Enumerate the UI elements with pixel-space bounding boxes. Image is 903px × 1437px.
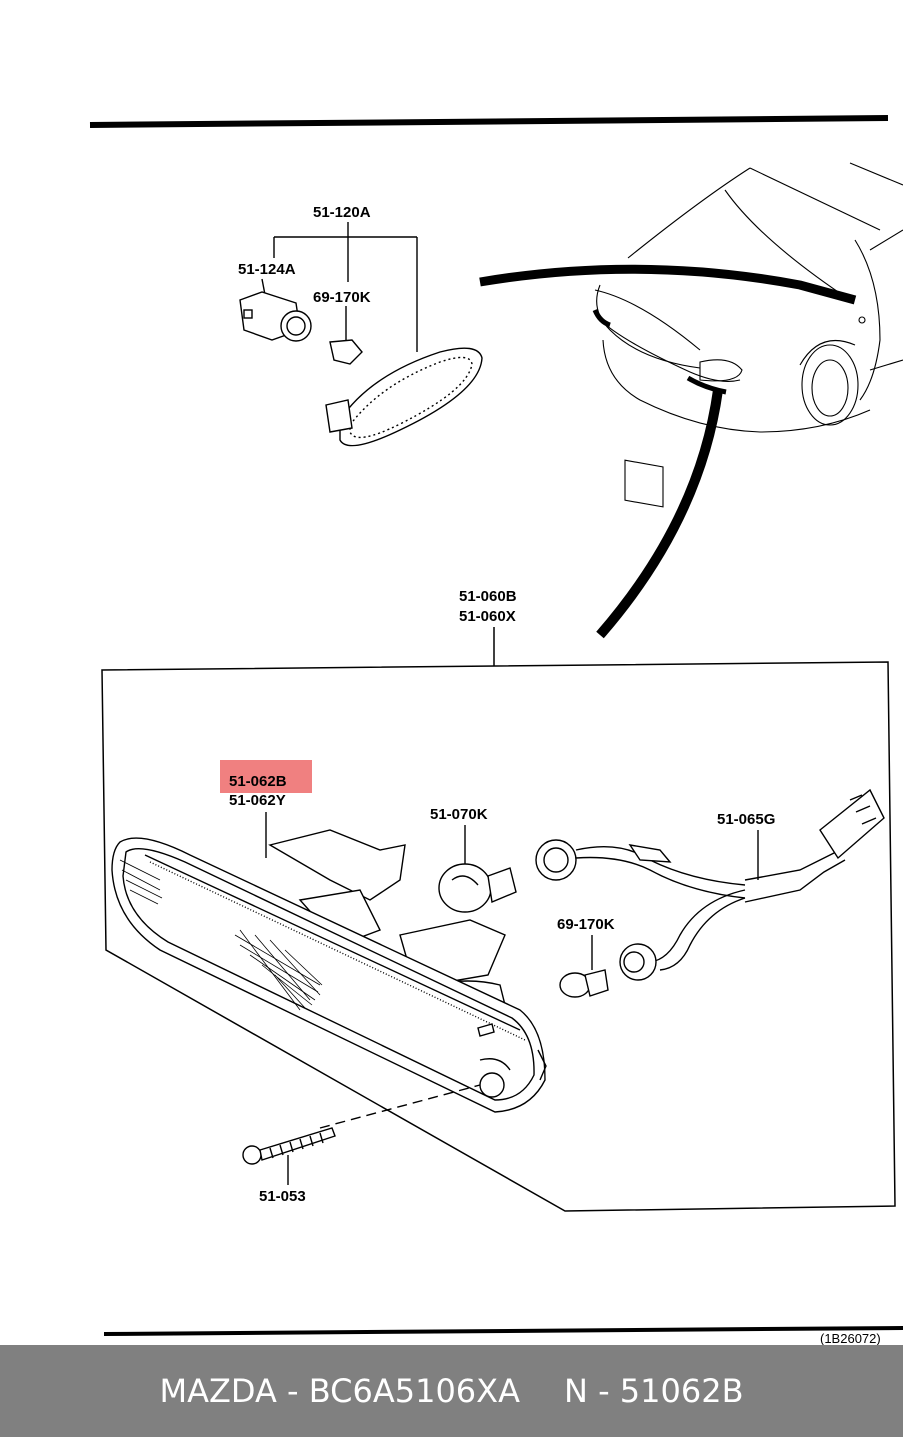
assembly-box [101,627,896,1212]
footer-brand-part: MAZDA - BC6A5106XA [159,1372,520,1410]
label-51-065g: 51-065G [717,811,775,828]
parts-diagram: 51-120A 51-124A 69-170K 51-060B 51-060X … [89,115,903,1345]
reference-code: (1B26072) [820,1331,881,1345]
callout-curve-marker [479,264,857,305]
label-51-062y: 51-062Y [229,792,286,809]
label-51-060b: 51-060B [459,588,517,605]
callout-curve-bumper [596,389,723,639]
label-51-124a: 51-124A [238,261,296,278]
wiring-harness-51-065g [535,788,885,981]
turn-signal-lamp [111,829,547,1113]
top-rule [89,115,889,128]
bottom-rule [103,1326,903,1336]
label-69-170k-upper: 69-170K [313,289,371,306]
bulb-51-070k [438,825,517,913]
car-front-sketch [594,162,903,508]
footer-part-number: N - 51062B [563,1372,744,1410]
bulb-69-170k-lower [559,935,609,998]
side-marker-assembly [239,222,483,447]
label-51-070k: 51-070K [430,806,488,823]
footer-bar: MAZDA - BC6A5106XA N - 51062B [0,1345,903,1437]
label-51-120a: 51-120A [313,204,371,221]
label-51-053: 51-053 [259,1188,306,1205]
label-51-062b: 51-062B [229,773,287,790]
label-51-060x: 51-060X [459,608,516,625]
screw-path-dashed [319,1084,481,1129]
part-highlight [220,760,312,793]
label-69-170k-lower: 69-170K [557,916,615,933]
screw-51-053 [242,1127,336,1185]
